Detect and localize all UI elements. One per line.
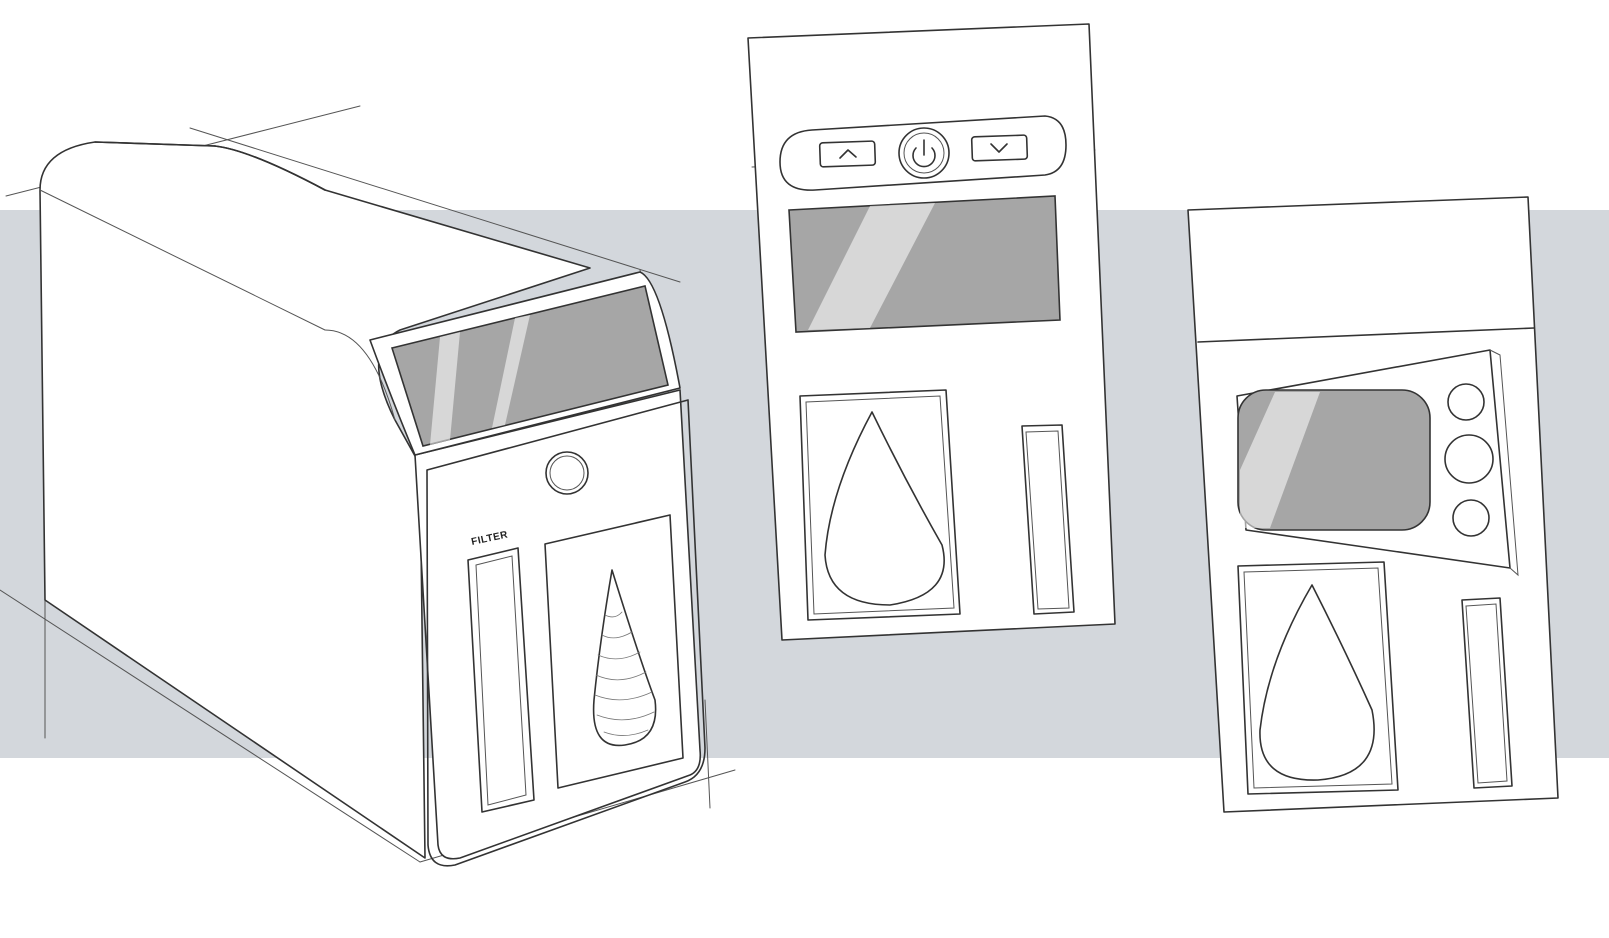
water-drop-icon (824, 411, 945, 606)
dispenser-recess (544, 514, 684, 789)
device-front-panel (414, 389, 702, 860)
perspective-device-sketch: FILTER (0, 105, 736, 867)
water-drop-icon (592, 569, 657, 747)
side-filter-slot (1461, 597, 1513, 789)
chevron-up-icon (839, 149, 857, 159)
perspective-display-screen (390, 285, 669, 447)
front-control-bar (779, 115, 1067, 191)
side-elevation-sketch (1187, 196, 1559, 813)
control-knob-icon[interactable] (1444, 434, 1494, 484)
filter-slot (467, 547, 535, 813)
power-knob-icon (545, 451, 589, 495)
side-dispenser-recess (1237, 561, 1399, 795)
control-knob-icon[interactable] (1447, 383, 1485, 421)
front-filter-slot (1021, 424, 1075, 615)
water-drop-icon (1259, 584, 1375, 781)
down-button[interactable] (970, 134, 1029, 162)
power-button[interactable] (898, 127, 950, 179)
front-elevation-sketch (747, 23, 1116, 641)
control-knob-icon[interactable] (1452, 499, 1490, 537)
up-button[interactable] (818, 140, 877, 168)
power-icon (912, 147, 936, 168)
front-dispenser-recess (799, 389, 961, 621)
chevron-down-icon (990, 143, 1008, 153)
